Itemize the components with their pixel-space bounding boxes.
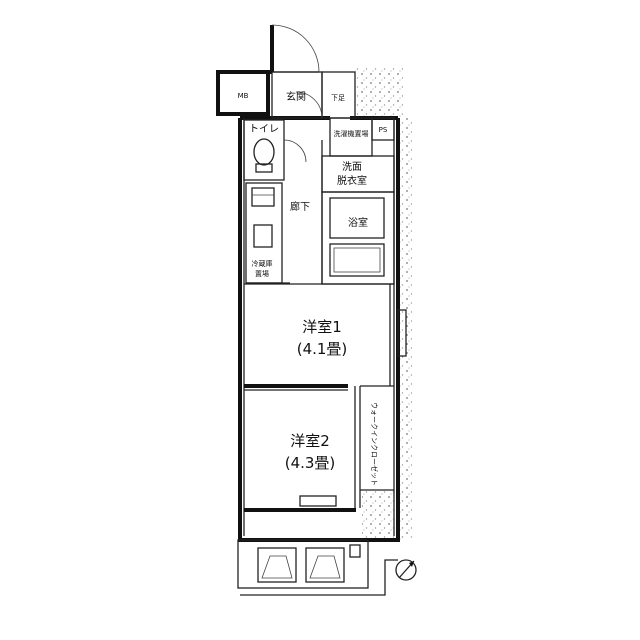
label-entrance: 玄関 (286, 90, 306, 103)
label-fridge-1: 冷蔵庫 (252, 259, 273, 268)
label-bedroom1-name: 洋室1 (302, 318, 342, 336)
label-washroom-1: 洗面 (342, 161, 362, 173)
bathroom (321, 191, 395, 285)
label-toilet: トイレ (249, 124, 279, 135)
label-hallway: 廊下 (290, 200, 310, 213)
label-fridge-2: 置場 (255, 269, 269, 278)
label-ps: PS (379, 126, 388, 134)
hatched-area (355, 68, 412, 540)
label-washer-space: 洗濯機置場 (334, 129, 369, 138)
kitchen-counter (245, 182, 290, 284)
bedroom-1 (244, 284, 407, 391)
label-walk-in-closet: ウォークインクローゼット (370, 402, 379, 486)
toilet-room (243, 119, 307, 181)
entrance-area (268, 24, 356, 119)
label-shoe-box: 下足 (331, 94, 345, 102)
label-washroom-2: 脱衣室 (337, 174, 367, 187)
balcony (237, 539, 398, 596)
north-arrow-icon (395, 559, 417, 581)
label-bathroom: 浴室 (348, 216, 368, 229)
label-bedroom1-size: (4.1畳) (297, 340, 348, 358)
label-mb: MB (238, 92, 249, 100)
label-bedroom2-size: (4.3畳) (285, 454, 336, 472)
meter-box (216, 70, 270, 116)
bedroom-2 (244, 385, 394, 512)
label-bedroom2-name: 洋室2 (290, 432, 330, 450)
